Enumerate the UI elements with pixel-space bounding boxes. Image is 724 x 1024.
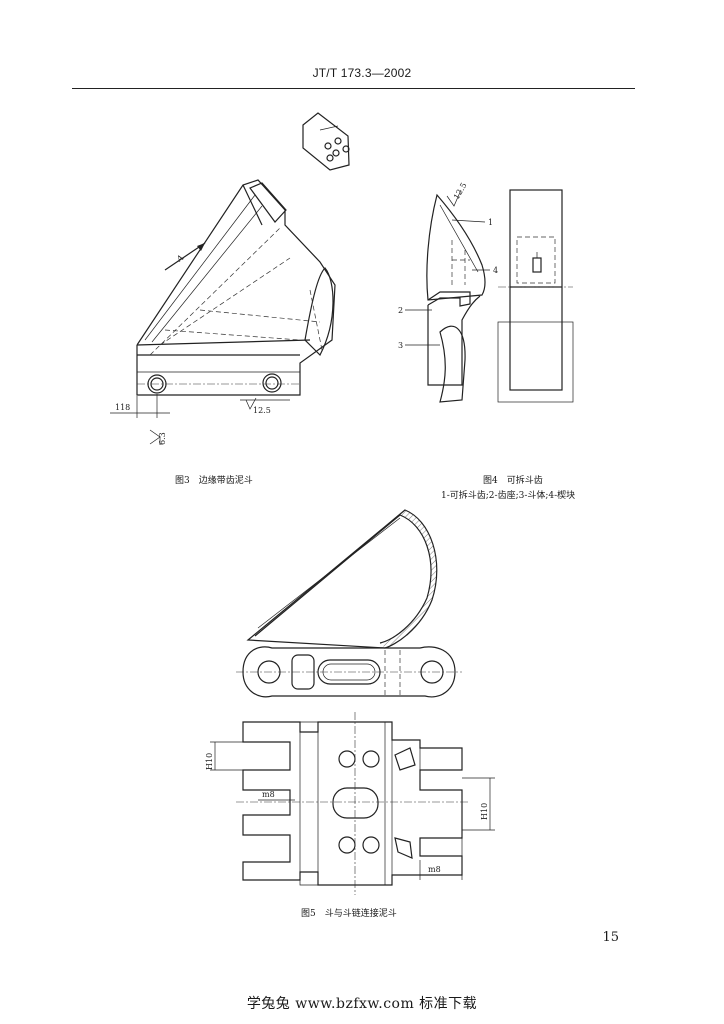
fig4-label-1: 1 bbox=[488, 218, 493, 227]
fig5-m8-bottom: m8 bbox=[428, 865, 441, 874]
figure-4-drawing bbox=[405, 189, 574, 403]
fig3-roughness-bottom: 12.5 bbox=[253, 406, 271, 415]
fig5-m8-left: m8 bbox=[262, 790, 275, 799]
standard-code: JT/T 173.3—2002 bbox=[312, 66, 412, 80]
fig4-label-4: 4 bbox=[493, 266, 498, 275]
figure-4-legend: 1-可拆斗齿;2-齿座;3-斗体;4-楔块 bbox=[441, 491, 576, 501]
tooth-detail bbox=[302, 112, 350, 171]
figure-3-caption: 图3 边缘带齿泥斗 bbox=[175, 476, 253, 486]
fig3-roughness-side: 6.3 bbox=[158, 432, 167, 445]
figure-5-caption: 图5 斗与斗链连接泥斗 bbox=[301, 909, 397, 919]
figure-3-drawing bbox=[110, 112, 350, 445]
figure-4-caption: 图4 可拆斗齿 bbox=[483, 476, 543, 486]
figure-5-drawing bbox=[210, 509, 495, 895]
header-rule bbox=[72, 88, 635, 89]
fig5-h10-right: H10 bbox=[480, 803, 489, 820]
fig3-dim-width: 118 bbox=[115, 403, 130, 412]
fig3-arrow-label: A bbox=[174, 253, 185, 264]
page-number: 15 bbox=[602, 930, 619, 945]
fig4-label-2: 2 bbox=[398, 306, 403, 315]
fig5-h10-left: H10 bbox=[205, 753, 214, 770]
fig4-roughness: 12.5 bbox=[452, 181, 469, 201]
fig4-label-3: 3 bbox=[398, 341, 403, 350]
chain-plan-view bbox=[236, 712, 470, 895]
footer-watermark: 学兔兔 www.bzfxw.com 标准下载 bbox=[246, 996, 478, 1012]
